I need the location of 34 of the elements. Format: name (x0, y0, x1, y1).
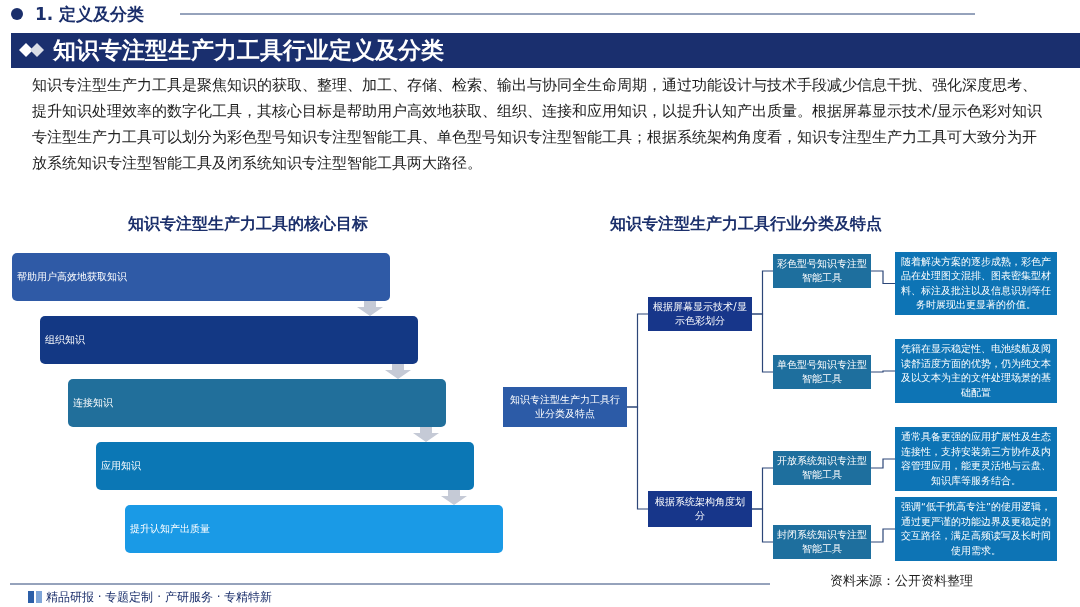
connector-line (870, 458, 896, 469)
connector-line (751, 508, 774, 543)
footer-tagline: 精品研报 · 专题定制 · 产研服务 · 专精特新 (46, 589, 273, 606)
step-box: 提升认知产出质量 (125, 505, 503, 553)
step-box: 组织知识 (40, 316, 418, 364)
title-text: 知识专注型生产力工具行业定义及分类 (53, 36, 444, 65)
block-arrow (413, 427, 439, 442)
connector-line (870, 528, 896, 543)
category-box: 封闭系统知识专注型智能工具 (773, 525, 871, 559)
block-arrow (357, 301, 383, 316)
description-box: 凭籍在显示稳定性、电池续航及阅读舒适度方面的优势，仍为纯文本及以文本为主的文件处理场景的基础配置 (895, 339, 1057, 403)
category-box: 知识专注型生产力工具行业分类及特点 (503, 387, 627, 427)
panel-heading: 知识专注型生产力工具的核心目标 (128, 214, 368, 235)
step-box: 帮助用户高效地获取知识 (12, 253, 390, 301)
category-box: 根据系统架构角度划分 (648, 491, 752, 527)
source-note: 资料来源：公开资料整理 (830, 572, 973, 590)
section-heading: 1. 定义及分类 (35, 3, 145, 26)
category-box: 彩色型号知识专注型智能工具 (773, 254, 871, 288)
category-box: 根据屏幕显示技术/显示色彩划分 (648, 297, 752, 331)
connector-line (626, 406, 649, 510)
step-box: 应用知识 (96, 442, 474, 490)
connector-line (870, 270, 896, 285)
category-box: 单色型号知识专注型智能工具 (773, 355, 871, 389)
description-box: 通常具备更强的应用扩展性及生态连接性，支持安装第三方协作及内容管理应用，能更灵活地与云盘、知识库等服务结合。 (895, 427, 1057, 491)
panel-heading: 知识专注型生产力工具行业分类及特点 (610, 214, 882, 235)
connector-line (751, 313, 774, 373)
description-box: 随着解决方案的逐步成熟，彩色产品在处理图文混排、图表密集型材料、标注及批注以及信息识别等任务时展现出更显著的价值。 (895, 252, 1057, 315)
category-box: 开放系统知识专注型智能工具 (773, 451, 871, 485)
description-box: 强调“低干扰高专注”的使用逻辑，通过更严谨的功能边界及更稳定的交互路径，满足高频读写及长时间使用需求。 (895, 497, 1057, 561)
block-arrow (441, 490, 467, 505)
block-arrow (385, 364, 411, 379)
step-box: 连接知识 (68, 379, 446, 427)
intro-paragraph: 知识专注型生产力工具是聚焦知识的获取、整理、加工、存储、检索、输出与协同全生命周期，通过功能设计与技术手段减少信息干扰、强化深度思考、提升知识处理效率的数字化工具，其核心目标是帮助用户高效地获取、组织、连接和应用知识，以提升认知产出质量。根据屏幕显示技术/显示色彩对知识专注型生产力工具可以划分为彩色型号知识专注型智能工具、单色型号知识专注型智能工具；根据系统架构角度看，知识专注型生产力工具可大致分为开放系统知识专注型智能工具及闭系统知识专注型智能工具两大路径。 (32, 75, 1044, 174)
connector-line (870, 370, 896, 373)
